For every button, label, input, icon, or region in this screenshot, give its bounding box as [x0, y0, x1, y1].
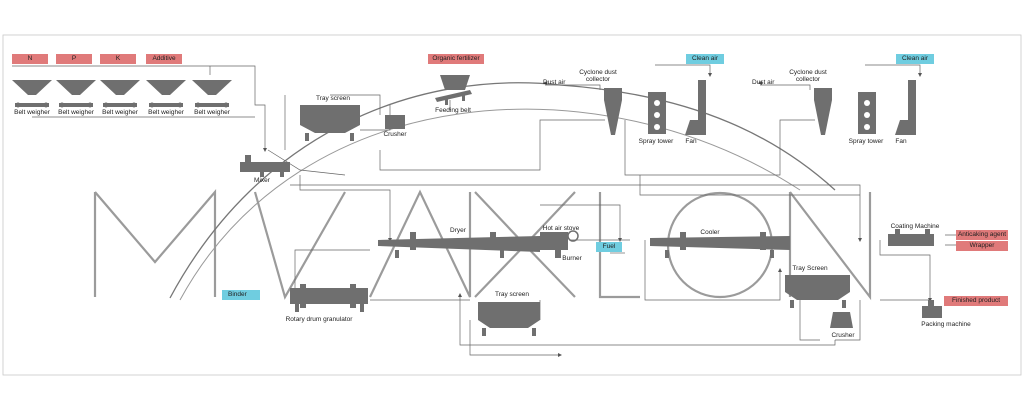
- tray-screen-bottom-machine: [478, 302, 540, 336]
- spray-tower-1-label: Spray tower: [638, 138, 674, 145]
- dust-air-1-label: Dust air: [543, 79, 566, 86]
- tray-screen-bottom-label: Tray screen: [494, 291, 530, 298]
- mixer-label: Mixer: [254, 177, 270, 184]
- fan-2-label: Fan: [895, 138, 907, 145]
- fuel-tag: Fuel: [596, 242, 622, 252]
- cooler-label: Cooler: [700, 229, 720, 236]
- tray-screen-right-machine: [785, 275, 850, 308]
- cyclone-collector-2-machine: [814, 88, 832, 135]
- rotary-drum-granulator-label: Rotary drum granulator: [285, 316, 353, 323]
- input-k-tag: K: [100, 54, 136, 64]
- feeding-belt-label: Feeding belt: [435, 107, 471, 114]
- diagram-frame: [2, 34, 1022, 376]
- crusher-top-label: Crusher: [383, 131, 407, 138]
- crusher-bottom-machine: [830, 312, 853, 328]
- fan-1-label: Fan: [685, 138, 697, 145]
- dust-air-2-label: Dust air: [752, 79, 775, 86]
- cyclone-2-label: Cyclone dust collector: [789, 69, 827, 84]
- belt-weigher-label-4: Belt weigher: [148, 109, 184, 116]
- flow-arrows: [263, 73, 932, 357]
- spray-tower-2-label: Spray tower: [848, 138, 884, 145]
- cyclone-1-label: Cyclone dust collector: [579, 69, 617, 84]
- input-p-tag: P: [56, 54, 92, 64]
- input-additive-tag: Additive: [146, 54, 182, 64]
- cyclone-collector-1-machine: [604, 88, 622, 135]
- tray-screen-top-machine: [300, 105, 360, 141]
- dryer-machine: [378, 232, 540, 258]
- feeding-belt-machine: [435, 75, 472, 105]
- belt-weigher-label-5: Belt weigher: [194, 109, 230, 116]
- organic-fertilizer-tag: Organic fertilizer: [428, 54, 484, 64]
- rotary-drum-granulator-machine: [290, 284, 368, 312]
- cooler-machine: [650, 232, 790, 258]
- belt-weigher-label-2: Belt weigher: [58, 109, 94, 116]
- clean-air-2-tag: Clean air: [896, 54, 934, 64]
- spray-tower-1-machine: [648, 92, 666, 134]
- mixer-machine: [240, 155, 290, 177]
- belt-weigher-hoppers: [12, 80, 232, 108]
- wrapper-tag: Wrapper: [956, 241, 1008, 251]
- tray-screen-top-label: Tray screen: [315, 95, 351, 102]
- crusher-top-machine: [385, 115, 405, 129]
- finished-product-tag: Finished product: [944, 296, 1008, 306]
- fan-2-machine: [895, 80, 916, 135]
- input-n-tag: N: [12, 54, 48, 64]
- belt-weigher-label-3: Belt weigher: [102, 109, 138, 116]
- belt-weigher-label-1: Belt weigher: [14, 109, 50, 116]
- pipe-lines: [12, 64, 970, 356]
- fan-1-machine: [685, 80, 706, 135]
- crusher-bottom-label: Crusher: [831, 332, 855, 339]
- coating-machine-equipment: [888, 229, 934, 246]
- hot-air-stove-machine: [540, 230, 579, 258]
- hot-air-stove-label: Hot air stove: [542, 225, 580, 232]
- packing-machine-equipment: [922, 300, 942, 318]
- packing-machine-label: Packing machine: [921, 321, 971, 328]
- spray-tower-2-machine: [858, 92, 876, 134]
- tray-screen-right-label: Tray Screen: [792, 265, 828, 272]
- clean-air-1-tag: Clean air: [686, 54, 724, 64]
- anticaking-agent-tag: Anticaking agent: [956, 230, 1008, 240]
- dryer-label: Dryer: [450, 227, 466, 234]
- burner-label: Burner: [562, 255, 582, 262]
- coating-machine-label: Coating Machine: [890, 223, 940, 230]
- binder-tag: Binder: [222, 290, 260, 300]
